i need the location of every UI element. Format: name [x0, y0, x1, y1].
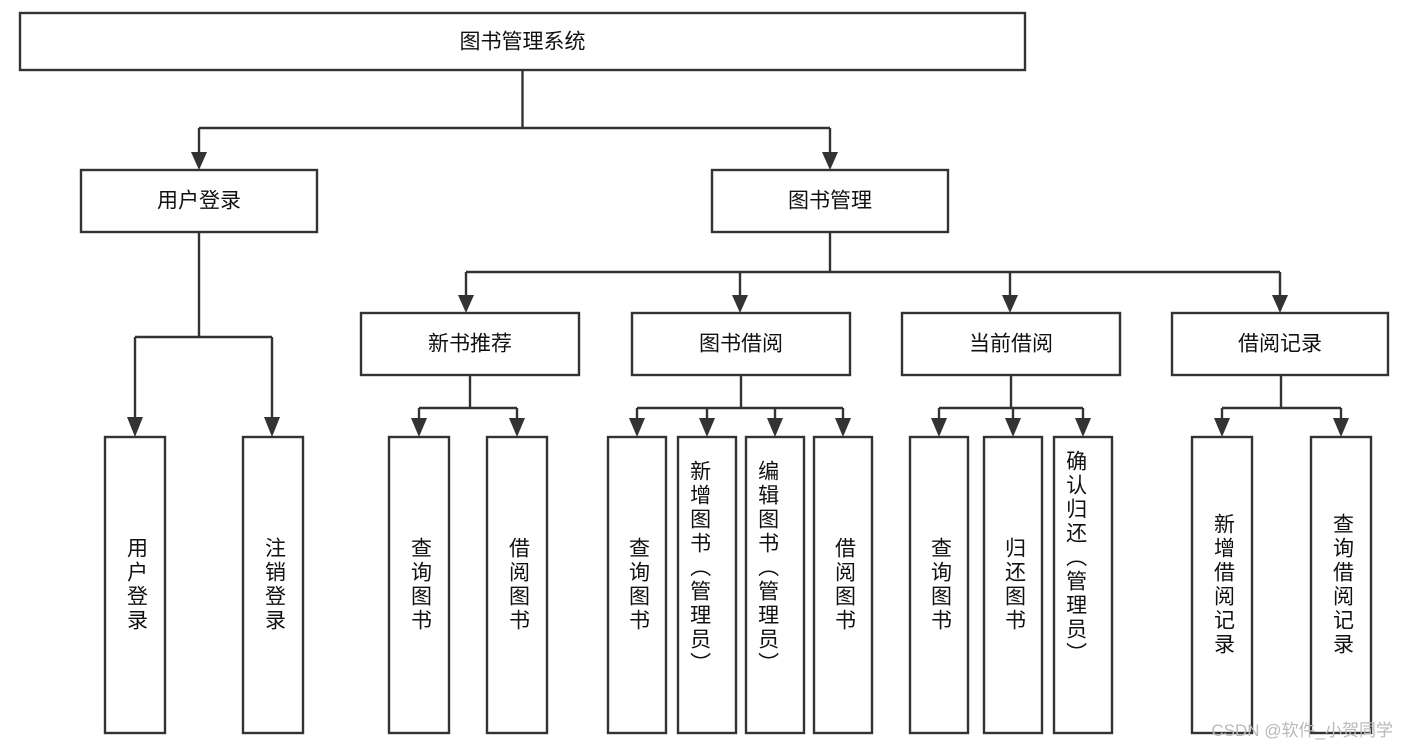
arrow-head-leaf-logout — [264, 417, 280, 437]
leaf-return-books-box[interactable] — [982, 435, 1044, 735]
node-book-management-label: 图书管理 — [788, 190, 872, 213]
arrow-head-borrow-records — [1272, 295, 1288, 313]
arrow-head-book-borrow — [732, 295, 748, 313]
leaf-add-borrow-record-box[interactable] — [1190, 435, 1254, 735]
leaf-add-book-admin-box[interactable] — [676, 435, 738, 735]
leaf-add-book-admin[interactable]: 新增图书（管理员） — [676, 435, 738, 735]
node-new-book-recommendation-box[interactable] — [359, 311, 581, 377]
node-borrowing-records[interactable]: 借阅记录 — [1170, 311, 1390, 377]
node-borrowing-records-box[interactable] — [1170, 311, 1390, 377]
arrow-head-borrow-leaf-2 — [699, 418, 715, 437]
leaf-query-borrow-record-label: 查询借阅记录 — [1330, 513, 1354, 657]
leaf-query-borrow-record-box[interactable] — [1309, 435, 1373, 735]
leaf-user-login-label: 用户登录 — [124, 537, 148, 633]
leaf-confirm-return-admin-label: 确认归还（管理员） — [1064, 450, 1088, 666]
arrow-head-newbook-leaf-1 — [411, 418, 427, 437]
arrow-head-current-leaf-2 — [1005, 418, 1021, 437]
leaf-user-login[interactable]: 用户登录 — [103, 435, 167, 735]
leaf-query-books-borrow-label: 查询图书 — [626, 537, 650, 633]
node-book-management-box[interactable] — [710, 168, 950, 234]
leaf-borrow-books-newbook-box[interactable] — [485, 435, 549, 735]
node-user-login-label: 用户登录 — [157, 190, 241, 213]
leaf-logout-box[interactable] — [241, 435, 305, 735]
leaf-edit-book-admin-label: 编辑图书（管理员） — [756, 460, 780, 676]
leaf-query-books-newbook-box[interactable] — [387, 435, 451, 735]
leaf-query-books-current[interactable]: 查询图书 — [908, 435, 970, 735]
leaf-confirm-return-admin[interactable]: 确认归还（管理员） — [1052, 435, 1114, 735]
leaf-query-books-newbook[interactable]: 查询图书 — [387, 435, 451, 735]
leaf-confirm-return-admin-box[interactable] — [1052, 435, 1114, 735]
node-root-system[interactable]: 图书管理系统 — [18, 11, 1027, 72]
arrow-head-records-leaf-1 — [1214, 418, 1230, 437]
leaf-add-borrow-record-label: 新增借阅记录 — [1211, 513, 1235, 657]
node-new-book-recommendation-label: 新书推荐 — [428, 333, 512, 356]
connector-layer — [127, 70, 1349, 437]
leaf-add-book-admin-label: 新增图书（管理员） — [688, 460, 712, 676]
leaf-user-login-box[interactable] — [103, 435, 167, 735]
leaf-query-books-current-label: 查询图书 — [928, 537, 952, 633]
node-book-borrowing-label: 图书借阅 — [699, 333, 783, 356]
arrow-head-current-leaf-3 — [1075, 418, 1091, 437]
node-user-login-box[interactable] — [79, 168, 319, 234]
leaf-borrow-books-newbook-label: 借阅图书 — [506, 537, 530, 633]
node-book-borrowing[interactable]: 图书借阅 — [630, 311, 852, 377]
arrow-head-borrow-leaf-1 — [629, 418, 645, 437]
arrow-head-current-borrow — [1002, 295, 1018, 313]
leaf-borrow-books-borrow-label: 借阅图书 — [832, 537, 856, 633]
arrow-head-records-leaf-2 — [1333, 418, 1349, 437]
leaf-borrow-books-borrow[interactable]: 借阅图书 — [812, 435, 874, 735]
node-current-borrowing[interactable]: 当前借阅 — [900, 311, 1122, 377]
arrow-head-user-login — [191, 152, 207, 170]
arrow-head-leaf-user-login — [127, 417, 143, 437]
leaf-return-books[interactable]: 归还图书 — [982, 435, 1044, 735]
node-new-book-recommendation[interactable]: 新书推荐 — [359, 311, 581, 377]
leaf-logout[interactable]: 注销登录 — [241, 435, 305, 735]
leaf-query-books-borrow-box[interactable] — [606, 435, 668, 735]
arrow-head-newbook-leaf-2 — [509, 418, 525, 437]
node-current-borrowing-box[interactable] — [900, 311, 1122, 377]
leaf-query-books-current-box[interactable] — [908, 435, 970, 735]
leaf-query-books-newbook-label: 查询图书 — [408, 537, 432, 633]
leaf-edit-book-admin-box[interactable] — [744, 435, 806, 735]
arrow-head-borrow-leaf-4 — [835, 418, 851, 437]
node-book-borrowing-box[interactable] — [630, 311, 852, 377]
node-root-system-label: 图书管理系统 — [460, 31, 586, 54]
arrow-head-book-mgmt — [822, 152, 838, 170]
leaf-return-books-label: 归还图书 — [1002, 537, 1026, 633]
node-borrowing-records-label: 借阅记录 — [1238, 333, 1322, 356]
leaf-borrow-books-borrow-box[interactable] — [812, 435, 874, 735]
leaf-query-books-borrow[interactable]: 查询图书 — [606, 435, 668, 735]
node-current-borrowing-label: 当前借阅 — [969, 333, 1053, 356]
leaf-add-borrow-record[interactable]: 新增借阅记录 — [1190, 435, 1254, 735]
leaf-borrow-books-newbook[interactable]: 借阅图书 — [485, 435, 549, 735]
arrow-head-current-leaf-1 — [931, 418, 947, 437]
node-book-management[interactable]: 图书管理 — [710, 168, 950, 234]
arrow-head-newbook-rec — [458, 295, 474, 313]
leaf-logout-label: 注销登录 — [262, 537, 286, 633]
node-user-login[interactable]: 用户登录 — [79, 168, 319, 234]
leaf-query-borrow-record[interactable]: 查询借阅记录 — [1309, 435, 1373, 735]
leaf-edit-book-admin[interactable]: 编辑图书（管理员） — [744, 435, 806, 735]
arrow-head-borrow-leaf-3 — [767, 418, 783, 437]
node-root-system-box[interactable] — [18, 11, 1027, 72]
